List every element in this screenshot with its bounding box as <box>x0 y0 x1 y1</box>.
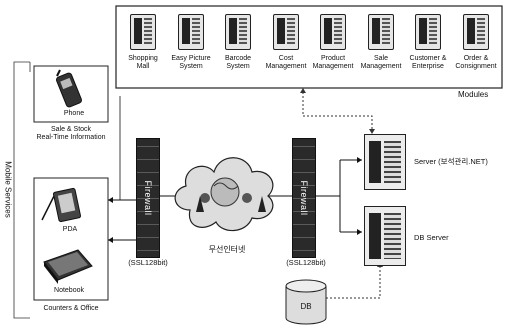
phone-label: Phone <box>63 110 85 117</box>
counters-caption: Counters & Office <box>43 305 99 312</box>
app-server <box>364 134 406 190</box>
db-label: DB <box>300 302 312 311</box>
phone-caption-2: Real-Time Information <box>36 134 106 141</box>
module-label-line1: Sale <box>373 55 388 62</box>
module-label-line2: Management <box>265 63 307 70</box>
module-label-line1: Cost <box>278 55 294 62</box>
firewall-right-ssl: (SSL128bit) <box>286 258 326 267</box>
cloud-label: 무선인터넷 <box>208 245 246 254</box>
module-label-line2: Enterprise <box>412 63 444 70</box>
firewall-right-label: Firewall <box>299 180 309 216</box>
pda-icon <box>41 187 82 223</box>
module-label-line2: Management <box>360 63 402 70</box>
wireless-internet-cloud <box>174 157 274 232</box>
firewall-left: Firewall <box>136 138 160 258</box>
pda-label: PDA <box>62 226 78 233</box>
module-icon <box>225 14 251 50</box>
phone-caption-1: Sale & Stock <box>50 126 92 133</box>
module-label-line1: Product <box>320 55 346 62</box>
module-icon <box>368 14 394 50</box>
module-label-line2: System <box>179 63 203 70</box>
module-label-line2: Mall <box>136 63 150 70</box>
firewall-right: Firewall <box>292 138 316 258</box>
module-label-line1: Easy Picture <box>171 55 211 62</box>
firewall-left-label: Firewall <box>143 180 153 216</box>
module-icon <box>320 14 346 50</box>
module-icon <box>415 14 441 50</box>
phone-icon <box>55 69 83 108</box>
modules-title: Modules <box>458 90 489 99</box>
module-label-line1: Order & <box>463 55 489 62</box>
modules-panel <box>115 5 503 89</box>
module-label-line1: Customer & <box>409 55 447 62</box>
db-cylinder <box>285 279 327 325</box>
db-server-label: DB Server <box>414 233 449 242</box>
notebook-label: Notebook <box>54 287 84 294</box>
module-icon <box>130 14 156 50</box>
module-label-line2: Consignment <box>455 63 497 70</box>
module-icon <box>463 14 489 50</box>
module-label-line1: Barcode <box>224 55 252 62</box>
module-label-line1: Shopping <box>128 55 158 62</box>
mobile-services-label: Mobile Services <box>3 161 13 218</box>
notebook-icon <box>43 249 93 284</box>
server-label: Server (보석관리.NET) <box>414 157 488 166</box>
module-label-line2: System <box>226 63 250 70</box>
module-icon <box>178 14 204 50</box>
firewall-left-ssl: (SSL128bit) <box>128 258 168 267</box>
module-label-line2: Management <box>312 63 354 70</box>
module-icon <box>273 14 299 50</box>
mobile-bracket <box>13 61 30 319</box>
db-server <box>364 206 406 266</box>
